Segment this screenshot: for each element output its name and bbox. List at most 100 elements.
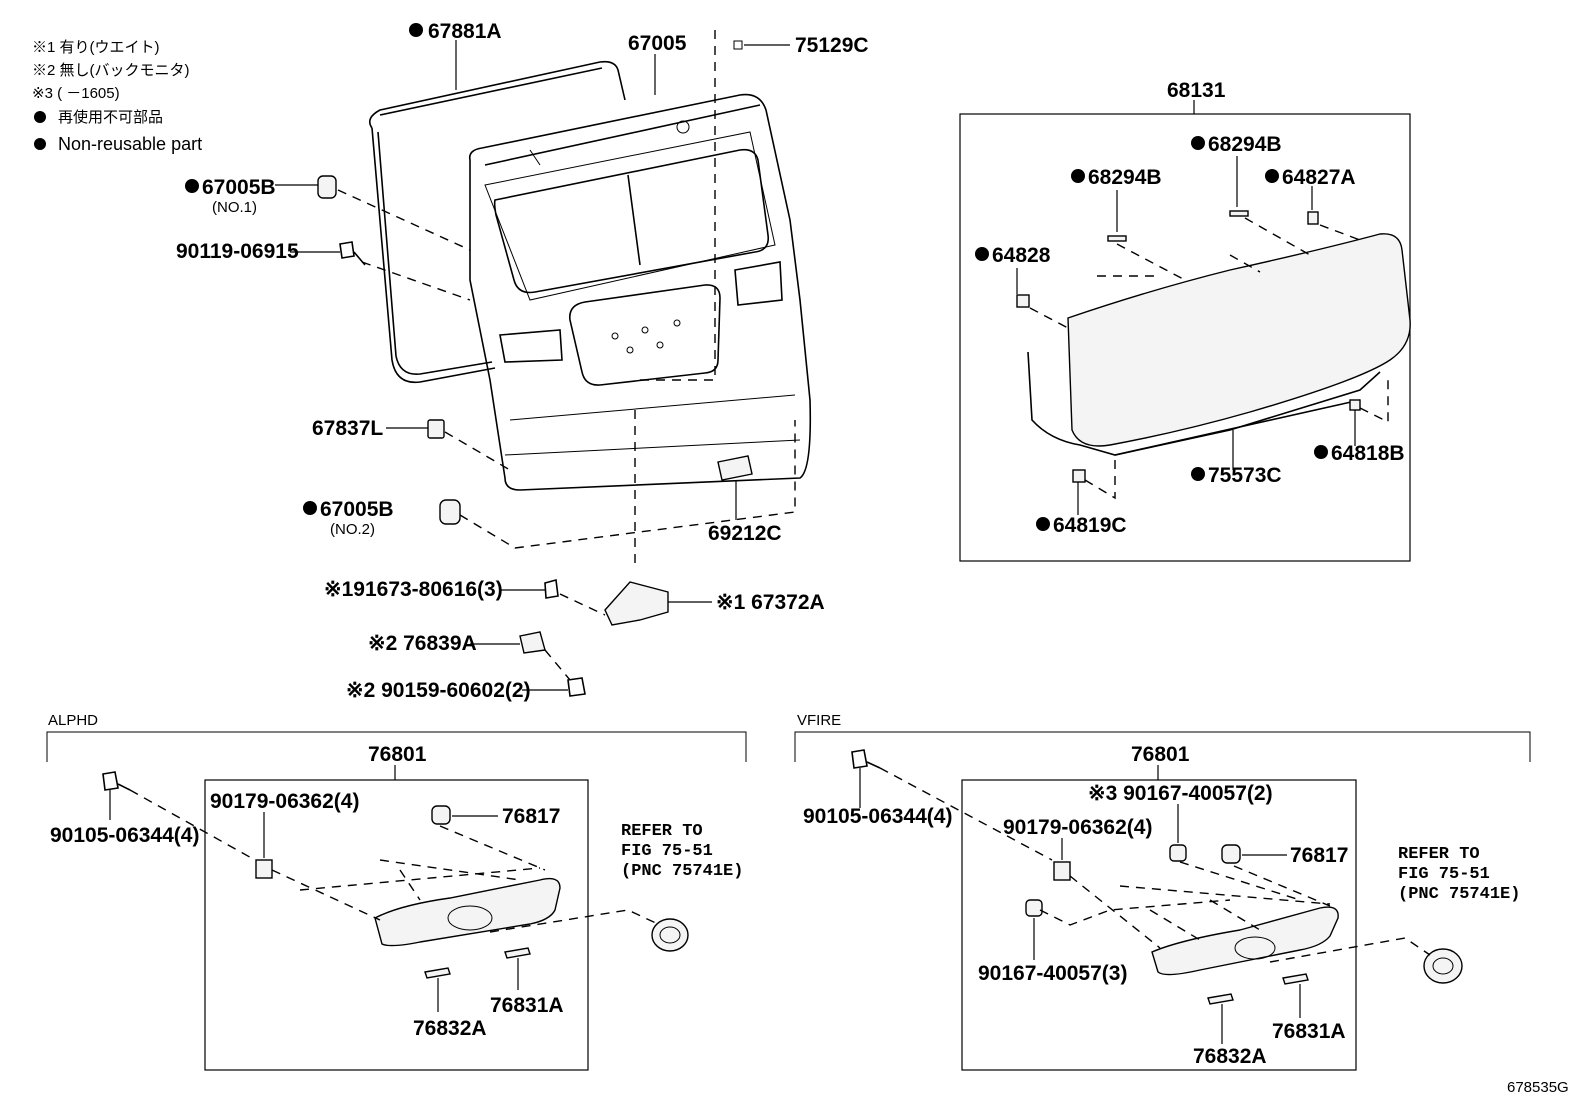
label-67005B-no1: 67005B: [202, 176, 276, 199]
screw-icon: [544, 578, 559, 599]
label-90167-40057-3: 90167-40057(3): [978, 962, 1127, 985]
clip-icon: [717, 455, 753, 481]
bullet-icon: [1191, 136, 1205, 150]
label-90105-06344-alphd: 90105-06344(4): [50, 824, 199, 847]
group-box-68131: [959, 113, 1411, 562]
label-90105-06344-vfire: 90105-06344(4): [803, 805, 952, 828]
label-76839A: ※2 76839A: [368, 632, 477, 655]
label-75129C: 75129C: [795, 34, 869, 57]
label-64818B: 64818B: [1331, 442, 1405, 465]
label-68294B-a: 68294B: [1088, 166, 1162, 189]
bullet-icon: [1314, 445, 1328, 459]
label-69212C: 69212C: [708, 522, 782, 545]
screw-icon: [1169, 844, 1187, 862]
bolt-icon: [851, 749, 881, 769]
section-label-alphd: ALPHD: [48, 712, 98, 729]
bullet-icon: [185, 179, 199, 193]
bullet-icon: [1265, 169, 1279, 183]
leader-lines: [275, 30, 796, 691]
emblem-icon: [1423, 948, 1463, 984]
bullet-icon: [1191, 467, 1205, 481]
label-68131: 68131: [1167, 79, 1226, 102]
camera-bracket-icon: [519, 631, 546, 654]
label-76831A-alphd: 76831A: [490, 994, 564, 1017]
clip-icon: [1107, 235, 1127, 242]
cushion-icon: [1221, 844, 1241, 864]
bolt-icon: [102, 771, 131, 791]
clip-icon: [1053, 861, 1071, 881]
part-labels: 67881A 67005 75129C 67005B (NO.1) 90119-…: [176, 20, 869, 702]
label-90159-60602: ※2 90159-60602(2): [346, 679, 531, 702]
bullet-icon: [975, 247, 989, 261]
label-90119-06915: 90119-06915: [176, 240, 299, 263]
label-64827A: 64827A: [1282, 166, 1356, 189]
bullet-icon: [1036, 517, 1050, 531]
label-76832A-vfire: 76832A: [1193, 1045, 1267, 1068]
screw-icon: [1025, 899, 1043, 917]
seal-icon: [424, 967, 451, 979]
refer-line2-alphd: FIG 75-51: [621, 842, 713, 861]
legend-note-1: ※1 有り(ウエイト): [32, 39, 160, 56]
bullet-icon: [1071, 169, 1085, 183]
refer-line3-vfire: (PNC 75741E): [1398, 885, 1520, 904]
clip-icon: [1229, 210, 1249, 217]
label-90179-06362-vfire: 90179-06362(4): [1003, 816, 1152, 839]
emblem-icon: [651, 918, 689, 952]
label-76801-alphd: 76801: [368, 743, 427, 766]
back-door-drawing: [369, 60, 812, 491]
clip-icon: [255, 859, 273, 879]
label-no1: (NO.1): [212, 199, 257, 216]
bullet-icon: [409, 23, 423, 37]
label-68294B-b: 68294B: [1208, 133, 1282, 156]
legend-nonreusable-en: Non-reusable part: [58, 134, 202, 154]
label-67837L: 67837L: [312, 417, 383, 440]
refer-line3-alphd: (PNC 75741E): [621, 862, 743, 881]
section-label-vfire: VFIRE: [797, 712, 841, 729]
cushion-icon: [431, 805, 451, 825]
bullet-icon: [34, 111, 46, 123]
label-75573C: 75573C: [1208, 464, 1282, 487]
legend-note-3: ※3 ( －1605): [32, 85, 120, 102]
label-90167-40057-2: ※3 90167-40057(2): [1088, 782, 1273, 805]
refer-line2-vfire: FIG 75-51: [1398, 865, 1490, 884]
group-box-76801-alphd: [204, 779, 589, 1071]
bumper-cushion-icon: [439, 499, 461, 525]
figure-id: 678535G: [1507, 1079, 1569, 1096]
group-box-76801-vfire: [961, 779, 1357, 1071]
section-vfire: VFIRE 76801 90105-06344(4) ※3 901: [794, 712, 1531, 1071]
hardware-drawing: [317, 40, 753, 697]
panel-68131: 68131 68294B 68294B 64827A: [959, 79, 1411, 562]
label-76817-vfire: 76817: [1290, 844, 1348, 867]
label-67881A: 67881A: [428, 20, 502, 43]
clip-icon: [1016, 294, 1030, 308]
seal-icon: [1207, 993, 1234, 1005]
label-no2: (NO.2): [330, 521, 375, 538]
clip-icon: [427, 419, 445, 439]
bullet-icon: [34, 138, 46, 150]
weight-bracket-icon: [604, 581, 669, 626]
label-91673-80616: ※191673-80616(3): [324, 578, 503, 601]
label-76801-vfire: 76801: [1131, 743, 1190, 766]
screw-icon: [567, 677, 586, 697]
refer-line1-vfire: REFER TO: [1398, 845, 1480, 864]
clip-icon: [1349, 399, 1361, 411]
label-76831A-vfire: 76831A: [1272, 1020, 1346, 1043]
label-64819C: 64819C: [1053, 514, 1127, 537]
label-90179-06362-alphd: 90179-06362(4): [210, 790, 359, 813]
legend-nonreusable-jp: 再使用不可部品: [58, 109, 163, 126]
bumper-cushion-icon: [317, 175, 337, 199]
seal-icon: [1282, 973, 1309, 985]
label-64828: 64828: [992, 244, 1051, 267]
label-76832A-alphd: 76832A: [413, 1017, 487, 1040]
refer-line1-alphd: REFER TO: [621, 822, 703, 841]
clip-icon: [1072, 469, 1086, 483]
label-67005: 67005: [628, 32, 687, 55]
bullet-icon: [303, 501, 317, 515]
label-67005B-no2: 67005B: [320, 498, 394, 521]
clip-icon: [1307, 211, 1319, 225]
bolt-icon: [339, 241, 366, 266]
seal-icon: [504, 947, 531, 959]
section-alphd: ALPHD 76801 90105-06344(4) 90179-06362(4…: [46, 712, 747, 1071]
label-67372A: ※1 67372A: [716, 591, 825, 614]
